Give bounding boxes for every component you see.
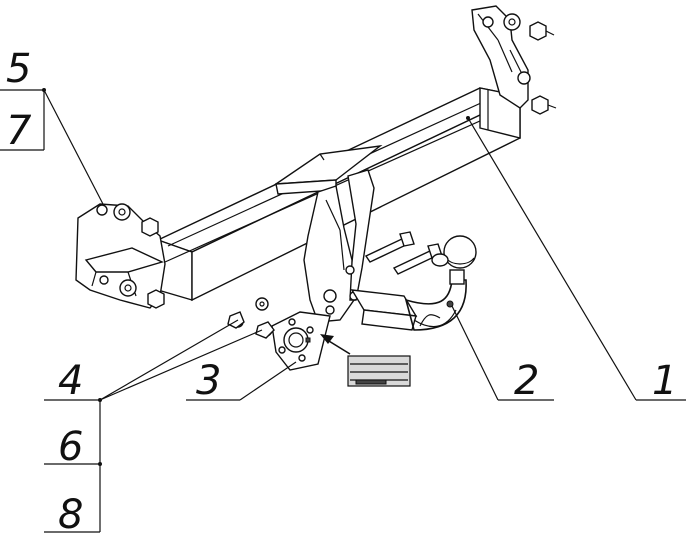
identification-label-plate	[320, 334, 411, 387]
callout-6: 6	[58, 424, 83, 470]
callout-8: 8	[58, 492, 83, 538]
left-mounting-bracket	[75, 203, 166, 309]
mounting-bolts	[364, 231, 443, 275]
callout-3: 3	[196, 358, 221, 404]
callout-2: 2	[514, 358, 539, 404]
callout-1: 1	[652, 358, 677, 404]
callout-4: 4	[58, 358, 83, 404]
callout-5: 5	[6, 46, 31, 92]
drop-bracket	[303, 169, 375, 323]
leader-lines	[0, 88, 686, 533]
tow-ball-arm	[350, 235, 477, 331]
right-mounting-bracket	[471, 5, 557, 115]
callout-7: 7	[6, 108, 32, 154]
electrical-socket-plate	[227, 297, 331, 371]
